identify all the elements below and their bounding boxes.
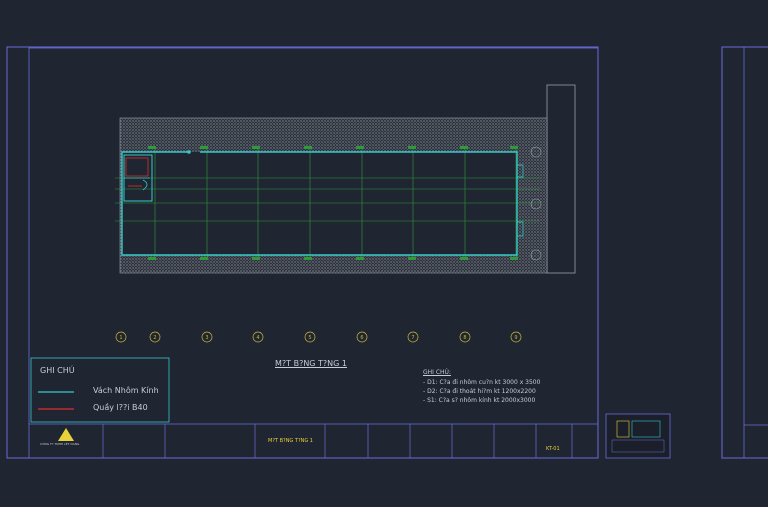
title-block [29, 423, 598, 458]
column-grid-bubbles [115, 331, 522, 343]
grid-label-7: 7 [411, 335, 414, 341]
grid-label-2: 2 [153, 335, 156, 341]
sheet-inner-border [28, 47, 599, 459]
neighbor-sheet-border [721, 46, 768, 459]
drawing-name: M?T B?NG T?NG 1 [268, 438, 313, 444]
grid-lines [115, 148, 540, 258]
company-name: CÔNG TY TNHH LÊT DANG [40, 442, 80, 446]
company-logo [58, 428, 74, 441]
legend-box [30, 357, 170, 423]
building-floor [122, 152, 517, 255]
adjacent-building [546, 84, 576, 274]
grid-label-1: 1 [119, 335, 122, 341]
sheet-number: KT-01 [546, 446, 560, 452]
grid-label-3: 3 [205, 335, 208, 341]
grid-label-5: 5 [308, 335, 311, 341]
notes-line-s1: - S1: C?a s? nhôm kính kt 2000x3000 [423, 397, 536, 404]
row-grid-bubbles [530, 146, 542, 261]
grid-label-9: 9 [514, 335, 517, 341]
legend-title: GHI CHÚ [40, 366, 75, 375]
notes-title: GHI CHÚ: [423, 369, 451, 376]
building-walls [121, 151, 524, 256]
layout-thumbnail[interactable] [605, 413, 671, 459]
plan-title: M?T B?NG T?NG 1 [275, 359, 347, 368]
legend-label-quay: Quầy l??i B40 [93, 403, 148, 412]
counter-quay [125, 157, 149, 177]
column-tags [148, 146, 518, 260]
notes-line-d2: - D2: C?a đi thoát hi?m kt 1200x2200 [423, 388, 536, 395]
grid-label-8: 8 [463, 335, 466, 341]
legend-label-nhom: Vách Nhôm Kính [93, 386, 159, 395]
notes-line-d1: - D1: C?a đi nhôm cu?n kt 3000 x 3500 [423, 379, 541, 386]
grid-label-4: 4 [256, 335, 259, 341]
grid-label-6: 6 [360, 335, 363, 341]
